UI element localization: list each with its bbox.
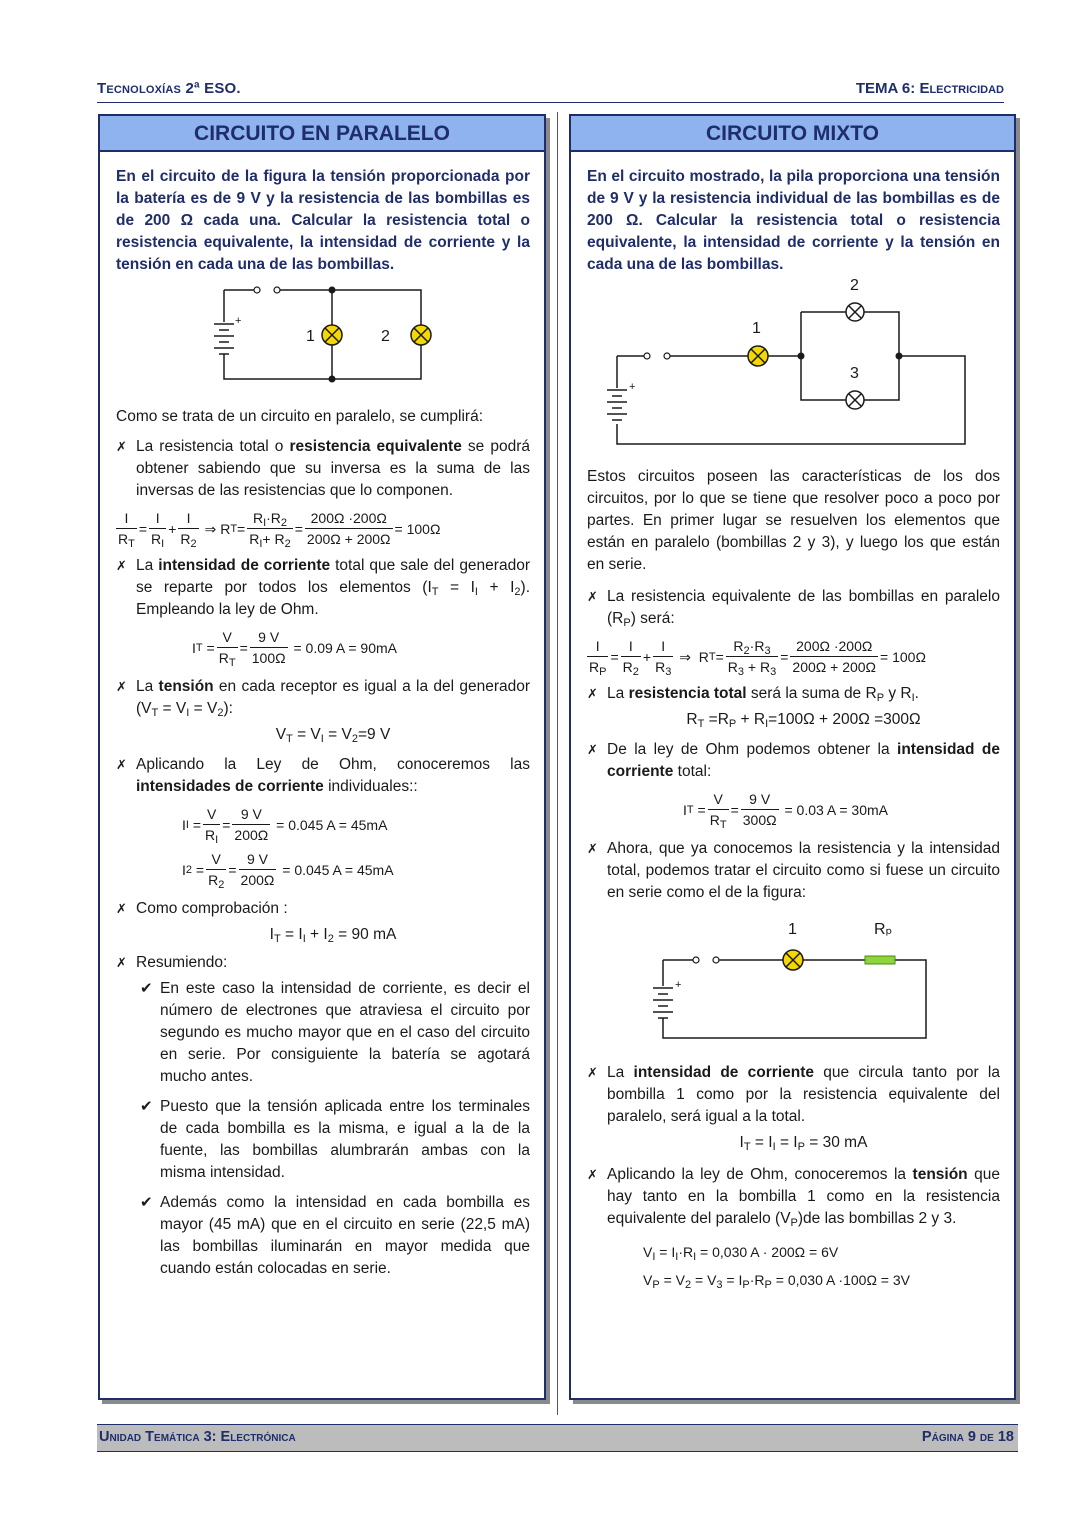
equation-check: IT = II + I2 = 90 mA	[269, 926, 397, 945]
bulb-1-icon	[782, 949, 804, 971]
page-footer: Unidad Temática 3: Electrónica Página 9 …	[97, 1424, 1018, 1452]
summary-item: En este caso la intensidad de corriente,…	[136, 978, 530, 1088]
bullet-parallel-resistance: La resistencia equivalente de las bombil…	[587, 586, 1000, 630]
svg-text:+: +	[675, 979, 681, 991]
rp-label: Rₚ	[874, 921, 892, 938]
equivalent-resistor-icon	[864, 955, 896, 965]
series-equivalent-diagram: + 1 Rₚ	[653, 921, 927, 1039]
bullet-voltage: La tensión en cada receptor es igual a l…	[116, 676, 530, 746]
equation-current-series: IT = II = IP = 30 mA	[739, 1134, 868, 1153]
footer-right: Página 9 de 18	[921, 1429, 1014, 1445]
bullet-individual-currents: Aplicando la Ley de Ohm, conoceremos las…	[116, 754, 530, 798]
bulb-1-label: 1	[306, 328, 315, 345]
bulb-1-label: 1	[788, 921, 797, 938]
bulb-2-label: 2	[381, 328, 390, 345]
bulb-1-icon	[747, 345, 769, 367]
problem-statement: En el circuito de la figura la tensión p…	[116, 168, 530, 273]
lead-text: Como se trata de un circuito en paralelo…	[116, 408, 484, 425]
problem-statement: En el circuito mostrado, la pila proporc…	[587, 168, 1000, 273]
equation-voltages: VI = II·RI = 0,030 A · 200Ω = 6V VP = V2…	[643, 1244, 910, 1291]
parallel-circuit-diagram: + 1 2	[214, 286, 432, 383]
header-right: TEMA 6: Electricidad	[855, 80, 1004, 97]
svg-text:+: +	[235, 315, 241, 327]
header-left: Tecnoloxías 2ª ESO.	[97, 80, 241, 97]
footer-left: Unidad Temática 3: Electrónica	[99, 1429, 296, 1445]
bullet-total-current: La intensidad de corriente total que sal…	[116, 555, 530, 621]
bulb-3-label: 3	[850, 365, 859, 382]
panel-title: CIRCUITO MIXTO	[571, 116, 1014, 152]
bulb-1-label: 1	[752, 320, 761, 337]
bullet-equivalent-resistance: La resistencia total o resistencia equiv…	[116, 436, 530, 502]
bullet-series-equivalent: Ahora, que ya conocemos la resistencia y…	[587, 838, 1000, 904]
mixed-circuit-diagram: + 1 2 3	[607, 277, 966, 445]
panel-title: CIRCUITO EN PARALELO	[100, 116, 544, 152]
equation-total-resistance: RT =RP + RI=100Ω + 200Ω =300Ω	[686, 711, 921, 730]
bulb-2-icon	[845, 302, 865, 322]
equation-voltage: VT = VI = V2=9 V	[275, 726, 391, 745]
page-header: Tecnoloxías 2ª ESO. TEMA 6: Electricidad	[97, 78, 1004, 103]
summary-item: Puesto que la tensión aplicada entre los…	[136, 1096, 530, 1184]
parallel-circuit-panel: CIRCUITO EN PARALELO En el circuito de l…	[98, 114, 546, 1400]
bulb-3-icon	[845, 390, 865, 410]
bullet-voltages: Aplicando la ley de Ohm, conoceremos la …	[587, 1164, 1000, 1230]
bullet-total-resistance: La resistencia total será la suma de RP …	[587, 683, 1000, 731]
svg-text:+: +	[629, 381, 635, 393]
lead-text: Estos circuitos poseen las característic…	[587, 468, 1000, 573]
bulb-2-icon	[410, 324, 432, 346]
bullet-check: Como comprobación : IT = II + I2 = 90 mA	[116, 898, 530, 946]
bulb-1-icon	[321, 324, 343, 346]
bullet-total-current: De la ley de Ohm podemos obtener la inte…	[587, 739, 1000, 783]
bullet-summary: Resumiendo: En este caso la intensidad d…	[116, 952, 530, 1280]
summary-item: Además como la intensidad en cada bombil…	[136, 1192, 530, 1280]
column-divider	[557, 112, 558, 1415]
bullet-current-series: La intensidad de corriente que circula t…	[587, 1062, 1000, 1154]
mixed-circuit-panel: CIRCUITO MIXTO En el circuito mostrado, …	[569, 114, 1016, 1400]
bulb-2-label: 2	[850, 277, 859, 294]
